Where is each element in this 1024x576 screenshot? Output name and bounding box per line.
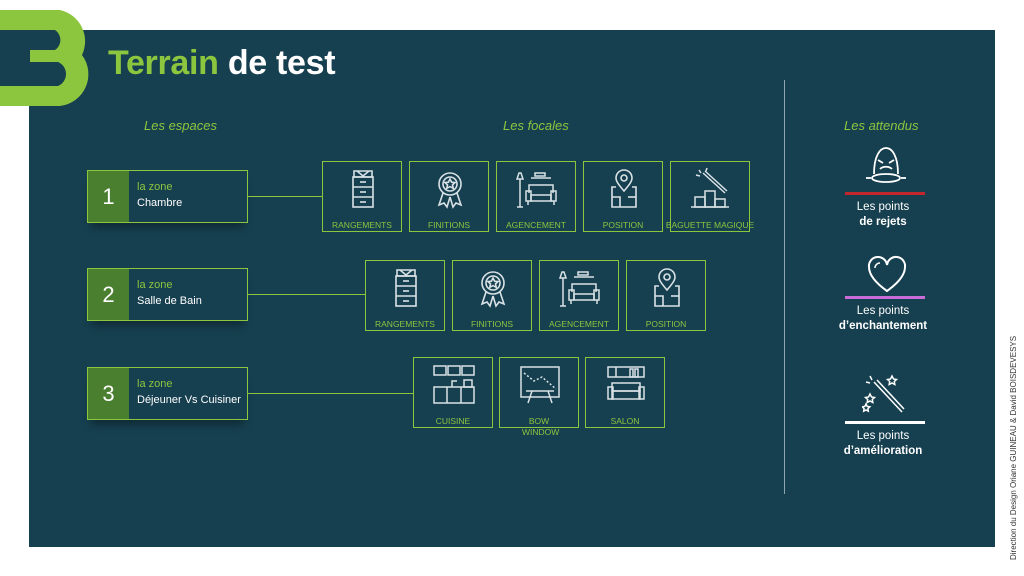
wardrobe-icon — [384, 266, 428, 310]
credit-text: Direction du Design Oriane GUINEAU & Dav… — [1009, 335, 1018, 560]
brand-logo — [0, 10, 89, 106]
focale-label: BAGUETTE MAGIQUE — [665, 220, 755, 230]
award-icon — [428, 167, 472, 211]
amelioration-bar — [845, 421, 925, 424]
location-plan-icon — [602, 167, 646, 211]
location-plan-icon — [645, 266, 689, 310]
zone-label: la zone — [137, 181, 173, 193]
focale-agencement[interactable]: AGENCEMENT — [539, 260, 619, 331]
focale-label: FINITIONS — [470, 319, 514, 329]
section-divider — [784, 80, 785, 494]
focale-label: AGENCEMENT — [506, 220, 566, 230]
zone-card-2[interactable]: 2 la zone Salle de Bain — [87, 268, 248, 321]
focale-label: POSITION — [602, 220, 644, 230]
focale-salon[interactable]: SALON — [585, 357, 665, 428]
focale-label: RANGEMENTS — [332, 220, 392, 230]
focale-rangements[interactable]: RANGEMENTS — [322, 161, 402, 232]
heart-icon — [865, 253, 909, 297]
zone-number: 3 — [88, 368, 129, 419]
focale-label: FINITIONS — [427, 220, 471, 230]
connector-line — [248, 393, 413, 394]
disgusted-face-icon — [864, 144, 908, 188]
focale-finitions[interactable]: FINITIONS — [409, 161, 489, 232]
focale-label: SALON — [610, 416, 640, 426]
sofa-lamp-icon — [515, 167, 559, 211]
rejets-bar — [845, 192, 925, 195]
zone-card-1[interactable]: 1 la zone Chambre — [87, 170, 248, 223]
focale-label: RANGEMENTS — [375, 319, 435, 329]
zone-label: la zone — [137, 279, 173, 291]
award-icon — [471, 266, 515, 310]
focale-cuisine[interactable]: CUISINE — [413, 357, 493, 428]
living-room-icon — [604, 363, 648, 407]
kitchen-icon — [432, 363, 476, 407]
focale-label: CUISINE — [435, 416, 471, 426]
magic-wand-icon — [689, 167, 733, 211]
connector-line — [248, 196, 322, 197]
zone-name: Chambre — [137, 197, 183, 209]
focale-finitions[interactable]: FINITIONS — [452, 260, 532, 331]
zone-number: 1 — [88, 171, 129, 222]
enchantement-bar — [845, 296, 925, 299]
focale-agencement[interactable]: AGENCEMENT — [496, 161, 576, 232]
focale-baguette-magique[interactable]: BAGUETTE MAGIQUE — [666, 161, 754, 232]
connector-line — [248, 294, 365, 295]
header-focales: Les focales — [503, 118, 569, 133]
focale-position[interactable]: POSITION — [626, 260, 706, 331]
zone-name: Déjeuner Vs Cuisiner — [137, 394, 241, 406]
focale-label: AGENCEMENT — [549, 319, 609, 329]
focale-label: BOW WINDOW — [522, 416, 560, 437]
page-title: Terrain de test — [108, 44, 336, 82]
zone-number: 2 — [88, 269, 129, 320]
focale-label: POSITION — [645, 319, 687, 329]
window-table-icon — [518, 363, 562, 407]
zone-label: la zone — [137, 378, 173, 390]
zone-card-3[interactable]: 3 la zone Déjeuner Vs Cuisiner — [87, 367, 248, 420]
sofa-lamp-icon — [558, 266, 602, 310]
focale-bow-window[interactable]: BOW WINDOW — [499, 357, 579, 437]
zone-name: Salle de Bain — [137, 295, 202, 307]
focale-position[interactable]: POSITION — [583, 161, 663, 232]
wardrobe-icon — [341, 167, 385, 211]
header-espaces: Les espaces — [144, 118, 217, 133]
magic-wand-stars-icon — [862, 372, 906, 416]
focale-rangements[interactable]: RANGEMENTS — [365, 260, 445, 331]
header-attendus: Les attendus — [844, 118, 919, 133]
